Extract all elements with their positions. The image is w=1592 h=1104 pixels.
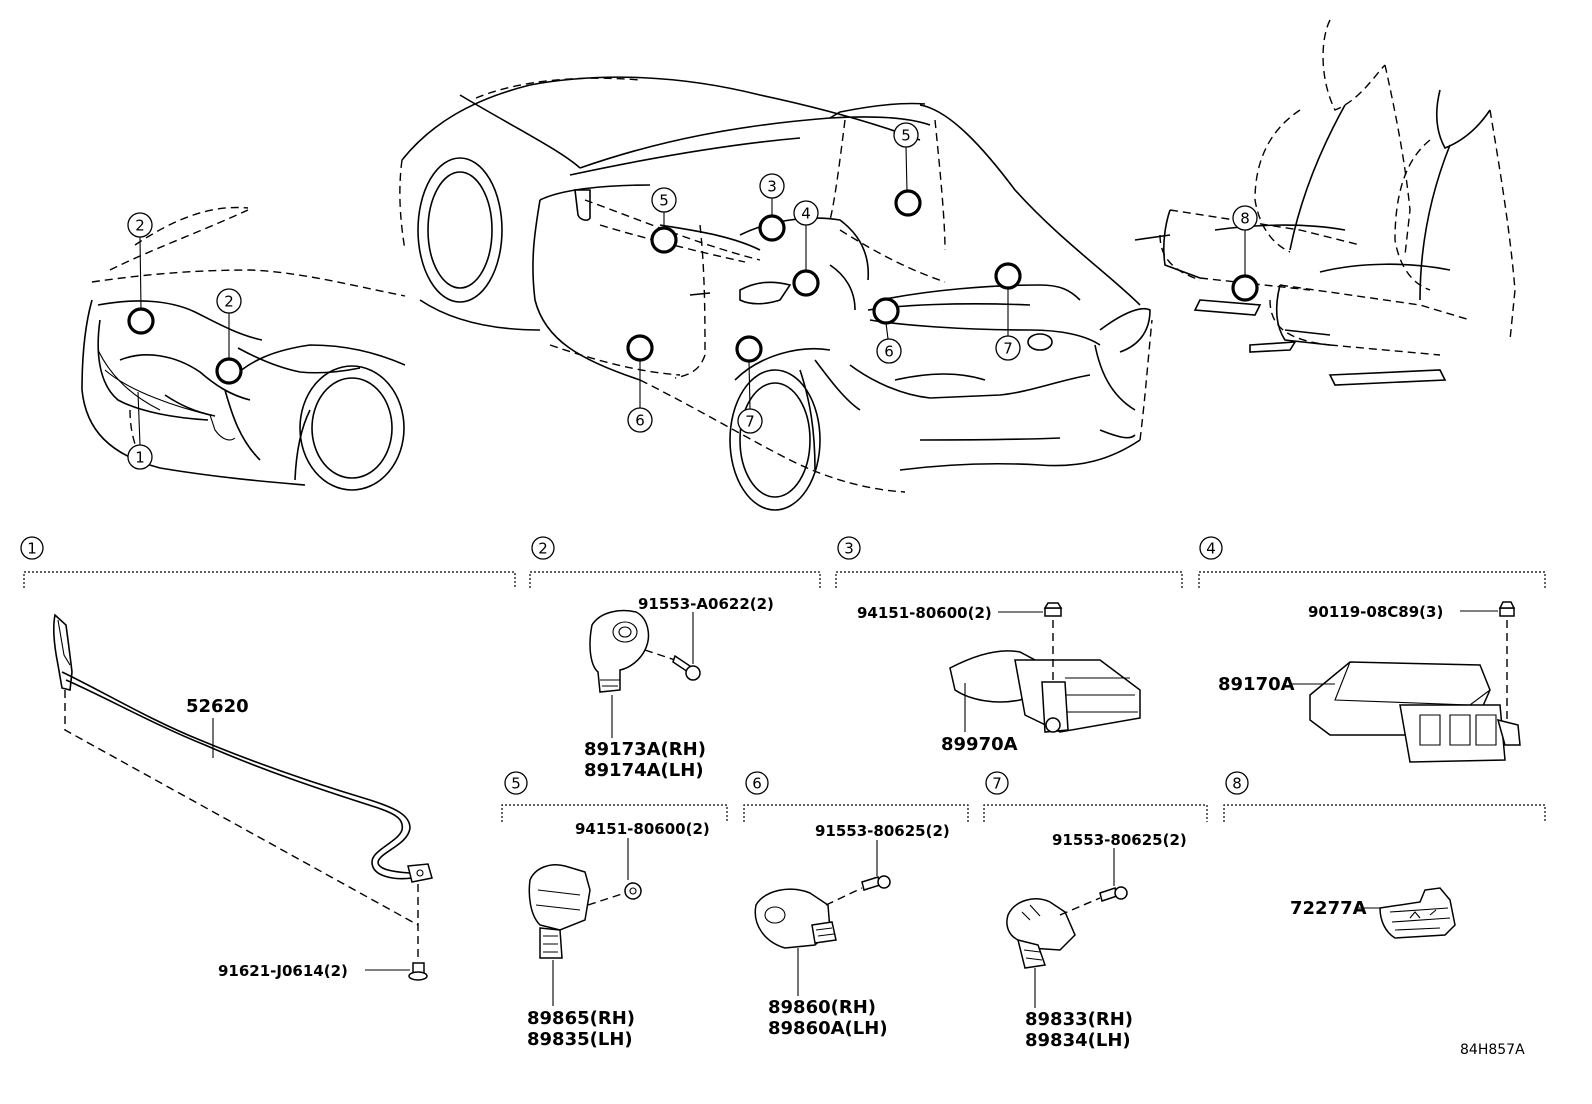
svg-text:5: 5	[511, 775, 521, 793]
callout-3-car: 3	[759, 173, 785, 199]
callout-8-seat: 8	[1232, 205, 1258, 231]
part-89834-lh: 89834(LH)	[1025, 1030, 1131, 1051]
svg-text:3: 3	[767, 178, 777, 196]
part-72277A: 72277A	[1290, 898, 1367, 919]
section-headers: 1 2 3 4 5 6 7 8	[20, 536, 1546, 822]
callout-2-front-left: 2	[127, 212, 153, 238]
callout-6-rear: 6	[876, 338, 902, 364]
svg-text:5: 5	[901, 127, 911, 145]
front-bumper-view	[81, 206, 406, 491]
svg-text:6: 6	[884, 343, 894, 361]
section-5-sensor: 94151-80600(2) 89865(RH) 89835(LH)	[527, 820, 710, 1050]
svg-text:2: 2	[135, 217, 145, 235]
svg-text:1: 1	[135, 449, 145, 467]
part-89860-rh: 89860(RH)	[768, 997, 876, 1018]
callout-5-roof: 5	[893, 122, 919, 148]
svg-text:1: 1	[27, 540, 37, 558]
section-8-seat-sensor: 72277A	[1290, 887, 1456, 939]
section-1-header: 1	[20, 536, 516, 588]
part-89170A: 89170A	[1218, 674, 1295, 695]
leader-lines	[137, 146, 1246, 446]
diagram-reference: 84H857A	[1460, 1042, 1525, 1058]
svg-text:2: 2	[224, 293, 234, 311]
svg-text:3: 3	[844, 540, 854, 558]
seats-view	[1134, 19, 1516, 386]
part-91621-J0614: 91621-J0614(2)	[218, 962, 348, 980]
part-91553-80625-s6: 91553-80625(2)	[815, 822, 950, 840]
part-89860A-lh: 89860A(LH)	[768, 1018, 888, 1039]
section-8-header: 8	[1223, 771, 1546, 822]
part-94151-80600-s5: 94151-80600(2)	[575, 820, 710, 838]
svg-text:8: 8	[1232, 775, 1242, 793]
section-3-header: 3	[835, 536, 1183, 588]
part-89833-rh: 89833(RH)	[1025, 1009, 1133, 1030]
callout-7-side: 7	[737, 408, 763, 434]
part-90119-08C89: 90119-08C89(3)	[1308, 603, 1443, 621]
svg-text:5: 5	[659, 192, 669, 210]
part-89865-rh: 89865(RH)	[527, 1008, 635, 1029]
part-91553-A0622: 91553-A0622(2)	[638, 595, 774, 613]
part-89835-lh: 89835(LH)	[527, 1029, 633, 1050]
svg-text:7: 7	[745, 413, 755, 431]
svg-text:8: 8	[1240, 210, 1250, 228]
svg-text:7: 7	[992, 775, 1002, 793]
svg-text:6: 6	[635, 412, 645, 430]
svg-text:2: 2	[538, 540, 548, 558]
callout-4-car: 4	[793, 200, 819, 226]
vehicle-view	[399, 76, 1153, 511]
callout-2-front-right: 2	[216, 288, 242, 314]
part-94151-80600-s3: 94151-80600(2)	[857, 604, 992, 622]
section-4-airbag-module: 90119-08C89(3) 89170A	[1218, 601, 1521, 763]
section-2-header: 2	[529, 536, 821, 588]
callout-5-door: 5	[651, 187, 677, 213]
part-52620: 52620	[186, 696, 249, 717]
svg-text:4: 4	[1206, 540, 1216, 558]
part-89174A-lh: 89174A(LH)	[584, 760, 704, 781]
callout-6-side: 6	[627, 407, 653, 433]
location-markers	[127, 189, 1259, 385]
section-7-header: 7	[983, 771, 1208, 822]
section-3-module: 94151-80600(2) 89970A	[857, 602, 1141, 755]
svg-text:4: 4	[801, 205, 811, 223]
callout-numbers: 2 2 1 5 3 4 5 6 7 6 7 8	[127, 122, 1258, 470]
part-89970A: 89970A	[941, 734, 1018, 755]
section-6-sensor: 91553-80625(2) 89860(RH) 89860A(LH)	[754, 822, 950, 1039]
callout-1-front: 1	[127, 444, 153, 470]
section-6-header: 6	[743, 771, 969, 822]
section-4-header: 4	[1198, 536, 1546, 588]
part-91553-80625-s7: 91553-80625(2)	[1052, 831, 1187, 849]
callout-7-rear: 7	[995, 335, 1021, 361]
section-2-front-sensor: 91553-A0622(2) 89173A(RH) 89174A(LH)	[584, 595, 774, 781]
section-7-sensor: 91553-80625(2) 89833(RH) 89834(LH)	[1006, 831, 1187, 1051]
section-5-header: 5	[501, 771, 728, 822]
part-89173A-rh: 89173A(RH)	[584, 739, 706, 760]
svg-text:6: 6	[752, 775, 762, 793]
section-1-wire-assembly: 52620 91621-J0614(2)	[52, 613, 433, 981]
svg-text:7: 7	[1003, 340, 1013, 358]
